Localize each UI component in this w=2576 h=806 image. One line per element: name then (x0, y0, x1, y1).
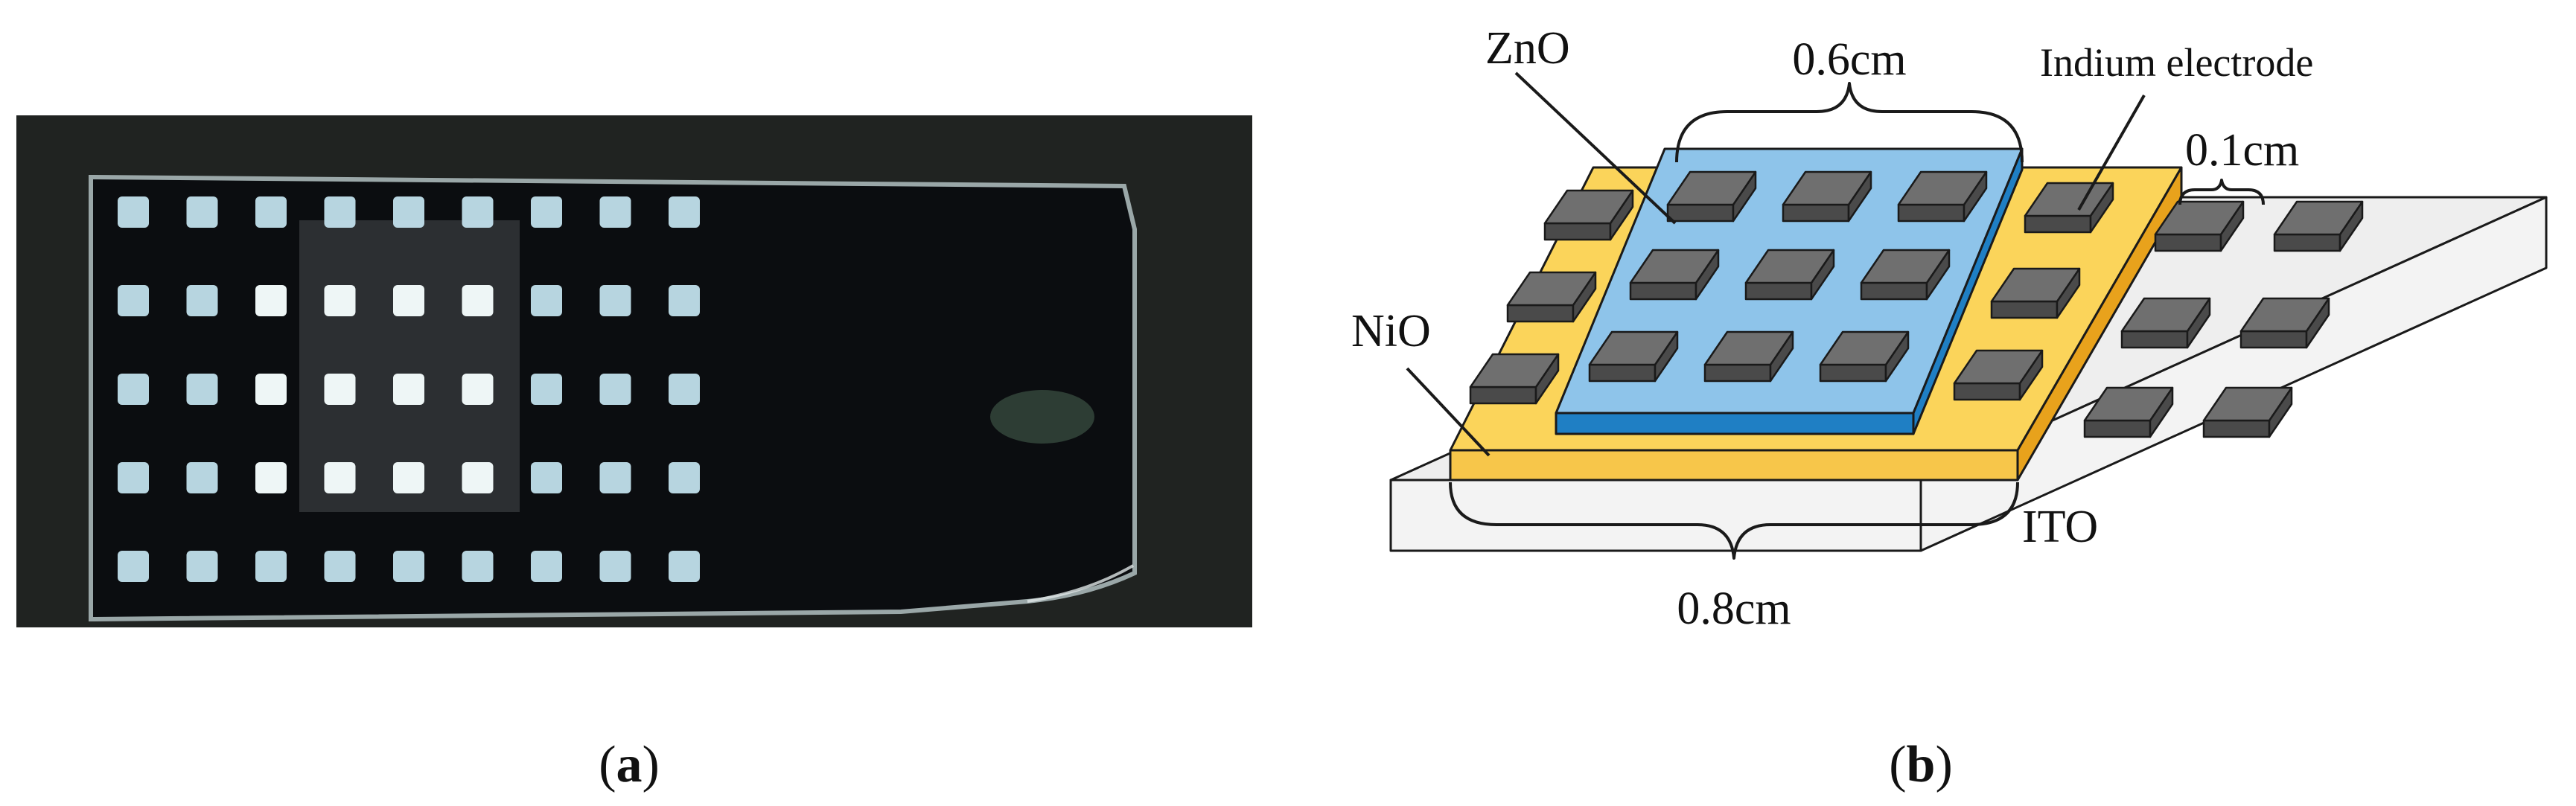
indium-electrode (1782, 170, 1872, 223)
electrode-pad (599, 462, 631, 493)
electrode-pad (393, 285, 424, 316)
electrode-pad (531, 196, 562, 228)
electrode-pad (669, 551, 700, 582)
electrode-pad (393, 374, 424, 405)
indium-electrode (2083, 386, 2174, 438)
indium-electrode (1897, 170, 1988, 223)
electrode-pad (462, 285, 494, 316)
zno-width-label: 0.6cm (1792, 34, 1906, 85)
nio-leader-line (1406, 367, 1491, 457)
electrode-pad (186, 196, 218, 228)
electrode-pad (669, 462, 700, 493)
indium-electrode (1469, 353, 1560, 405)
caption-a-letter: a (616, 736, 643, 793)
indium-electrode (2239, 297, 2330, 349)
electrode-pad (255, 462, 287, 493)
caption-b-letter: b (1907, 736, 1936, 793)
electrode-pad (255, 374, 287, 405)
electrode-pad (324, 285, 356, 316)
indium-electrode (1506, 271, 1597, 323)
electrode-pad (531, 285, 562, 316)
nio-layer-front (1449, 449, 2019, 482)
nio-width-label: 0.8cm (1677, 583, 1791, 634)
indium-electrode (1860, 249, 1951, 301)
electrode-pad (599, 196, 631, 228)
electrode-pad (324, 374, 356, 405)
electrode-pad (118, 285, 149, 316)
caption-b: (b) (1889, 736, 1953, 793)
zno-label: ZnO (1485, 23, 1570, 74)
indium-electrode (1744, 249, 1835, 301)
glass-edge-highlight (1027, 564, 1135, 603)
indium-electrode (1588, 330, 1679, 383)
electrode-pad (669, 196, 700, 228)
electrode-pad (255, 285, 287, 316)
electrode-pad (118, 462, 149, 493)
indium-leader-line (2077, 95, 2146, 211)
ito-label: ITO (2022, 502, 2098, 552)
electrode-pad (531, 551, 562, 582)
indium-electrode (2202, 386, 2293, 438)
electrode-pad (186, 285, 218, 316)
electrode-pad (531, 374, 562, 405)
electrode-pad (186, 462, 218, 493)
panel-a (16, 115, 1252, 627)
electrode-pad (324, 462, 356, 493)
electrode-pad (669, 285, 700, 316)
indium-electrode (2154, 200, 2245, 252)
indium-electrode (1953, 349, 2044, 401)
electrode-pad (186, 551, 218, 582)
zno-width-brace (1675, 82, 2024, 163)
electrode-width-label: 0.1cm (2185, 125, 2299, 176)
indium-electrode (2120, 297, 2211, 349)
ito-substrate-front (1389, 479, 1922, 552)
electrode-pad (255, 551, 287, 582)
electrode-pad (462, 374, 494, 405)
nio-width-brace (1449, 482, 2019, 560)
indium-electrode (1703, 330, 1794, 383)
electrode-pad (118, 551, 149, 582)
electrode-width-brace (2178, 179, 2265, 205)
electrode-pad (462, 551, 494, 582)
electrode-pad (118, 374, 149, 405)
electrode-pad (462, 196, 494, 228)
panel-b: ZnO 0.6cm Indium electrode 0.1cm NiO ITO… (1351, 23, 2548, 634)
indium-electrode (1819, 330, 1910, 383)
electrode-pad (324, 551, 356, 582)
electrode-pad (118, 196, 149, 228)
electrode-pad (669, 374, 700, 405)
indium-electrode (1990, 267, 2081, 319)
electrode-pad (393, 551, 424, 582)
caption-a: (a) (599, 736, 660, 793)
nio-label: NiO (1351, 306, 1431, 356)
film-haze-right (990, 390, 1094, 444)
indium-electrode (1666, 170, 1757, 223)
indium-electrode (2273, 200, 2364, 252)
indium-electrode (1543, 189, 1634, 241)
electrode-pad (255, 196, 287, 228)
electrode-pad (393, 462, 424, 493)
electrode-pad (324, 196, 356, 228)
indium-electrode-label: Indium electrode (2040, 40, 2313, 85)
electrode-pad (531, 462, 562, 493)
ito-substrate-side (1919, 196, 2548, 552)
electrode-pad-array (118, 196, 700, 582)
electrode-pad (393, 196, 424, 228)
indium-electrode (1629, 249, 1720, 301)
zno-layer-front (1555, 412, 1915, 435)
indium-electrode-array (1469, 170, 2364, 438)
electrode-pad (462, 462, 494, 493)
electrode-pad (599, 285, 631, 316)
electrode-pad (599, 374, 631, 405)
electrode-pad (186, 374, 218, 405)
electrode-pad (599, 551, 631, 582)
zno-leader-line (1514, 71, 1677, 225)
zno-layer-side (1912, 147, 2024, 435)
